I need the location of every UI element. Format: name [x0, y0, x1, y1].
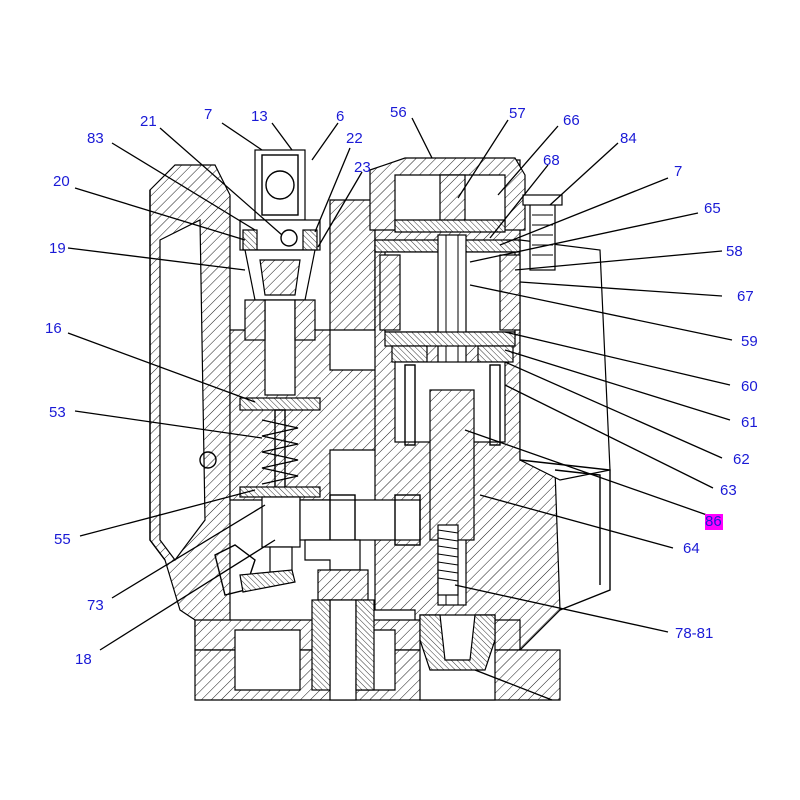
callout-22: 22 — [346, 130, 363, 147]
callout-21: 21 — [140, 113, 157, 130]
callout-64: 64 — [683, 540, 700, 557]
callout-16: 16 — [45, 320, 62, 337]
callout-7-right: 7 — [674, 163, 682, 180]
callout-59: 59 — [741, 333, 758, 350]
callout-84: 84 — [620, 130, 637, 147]
callout-56: 56 — [390, 104, 407, 121]
callout-55: 55 — [54, 531, 71, 548]
callout-73: 73 — [87, 597, 104, 614]
callout-78-81: 78-81 — [675, 625, 713, 642]
callout-67: 67 — [737, 288, 754, 305]
right-actuator-assembly — [369, 157, 563, 606]
callout-66: 66 — [563, 112, 580, 129]
callout-labels: 7 13 6 21 22 83 23 20 19 16 53 55 73 18 … — [45, 104, 758, 668]
callout-7-top: 7 — [204, 106, 212, 123]
callout-62: 62 — [733, 451, 750, 468]
callout-68: 68 — [543, 152, 560, 169]
callout-57: 57 — [509, 105, 526, 122]
callout-13: 13 — [251, 108, 268, 125]
threaded-rod — [437, 524, 459, 596]
callout-60: 60 — [741, 378, 758, 395]
callout-20: 20 — [53, 173, 70, 190]
callout-63: 63 — [720, 482, 737, 499]
callout-6: 6 — [336, 108, 344, 125]
callout-83: 83 — [87, 130, 104, 147]
callout-19: 19 — [49, 240, 66, 257]
left-valve-assembly — [199, 149, 421, 701]
callout-53: 53 — [49, 404, 66, 421]
callout-86: 86 — [705, 513, 722, 530]
leader-lines — [67, 117, 733, 701]
callout-61: 61 — [741, 414, 758, 431]
callout-58: 58 — [726, 243, 743, 260]
callout-65: 65 — [704, 200, 721, 217]
callout-86-highlight — [705, 514, 723, 530]
callout-23: 23 — [354, 159, 371, 176]
callout-18: 18 — [75, 651, 92, 668]
